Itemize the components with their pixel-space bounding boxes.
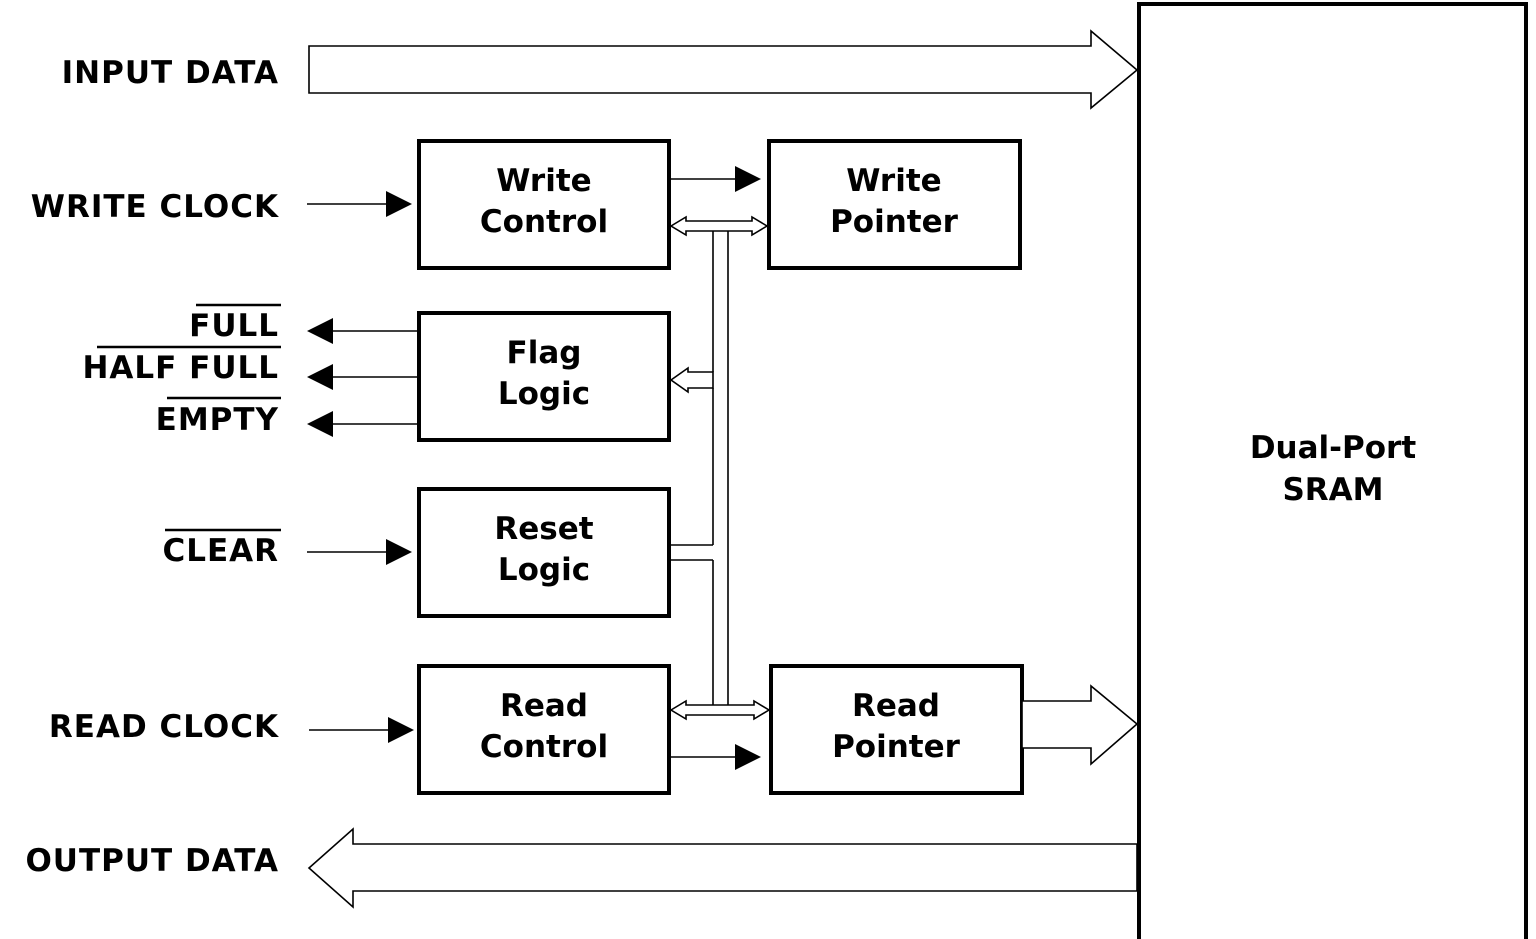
clear-arrow [307, 539, 412, 565]
output-data-bus-arrow [307, 827, 1138, 909]
read-control-block [417, 664, 671, 795]
write-pointer-block [767, 139, 1022, 270]
full-flag-arrow [307, 318, 419, 344]
flag-logic-label-line2: Logic [498, 376, 590, 412]
write-pointer-label-line2: Pointer [830, 204, 959, 240]
read-control-to-pointer-arrow [669, 744, 761, 770]
internal-control-bus [669, 215, 771, 721]
sram-block [1137, 2, 1528, 939]
write-control-label-line1: Write [496, 163, 591, 199]
full-flag-label: FULL [189, 308, 279, 344]
write-control-block [417, 139, 671, 270]
sram-label-line2: SRAM [1282, 472, 1383, 508]
read-pointer-label-line1: Read [852, 688, 940, 724]
read-clock-label: READ CLOCK [49, 709, 279, 745]
read-pointer-label-line2: Pointer [832, 729, 961, 765]
reset-logic-label-line1: Reset [494, 511, 593, 547]
half-full-flag-label: HALF FULL [82, 350, 279, 386]
empty-flag-label: EMPTY [156, 402, 279, 438]
input-data-bus-arrow [308, 29, 1139, 110]
write-pointer-label-line1: Write [846, 163, 941, 199]
write-clock-arrow [307, 191, 412, 217]
read-clock-arrow [309, 717, 414, 743]
write-clock-label: WRITE CLOCK [31, 189, 279, 225]
read-control-label-line2: Control [480, 729, 608, 765]
sram-label-line1: Dual-Port [1250, 430, 1417, 466]
write-control-to-pointer-arrow [669, 166, 761, 192]
write-control-label-line2: Control [480, 204, 608, 240]
input-data-label: INPUT DATA [62, 55, 279, 91]
read-control-label-line1: Read [500, 688, 588, 724]
flag-logic-block [417, 311, 671, 442]
empty-flag-arrow [307, 411, 419, 437]
read-pointer-block [769, 664, 1024, 795]
reset-logic-block [417, 487, 671, 618]
reset-logic-label-line2: Logic [498, 552, 590, 588]
half-full-flag-arrow [307, 364, 419, 390]
clear-label: CLEAR [162, 533, 279, 569]
flag-logic-label-line1: Flag [507, 335, 582, 371]
output-data-label: OUTPUT DATA [25, 843, 279, 879]
read-pointer-to-sram-arrow [1021, 684, 1139, 766]
